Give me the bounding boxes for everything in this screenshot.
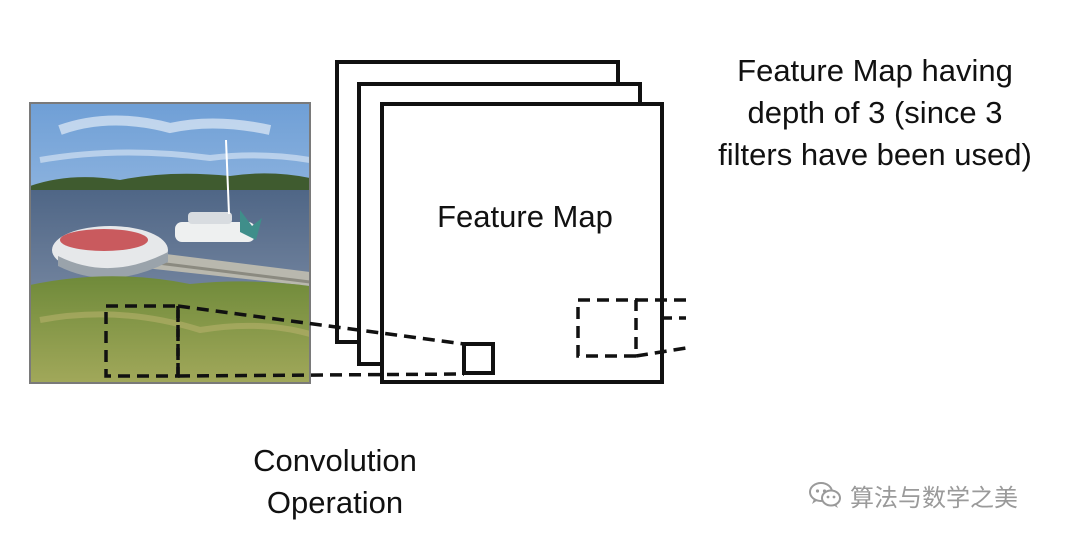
watermark: 算法与数学之美 (808, 478, 1018, 512)
depth-caption: Feature Map having depth of 3 (since 3 f… (690, 50, 1060, 176)
wechat-icon (809, 482, 841, 508)
watermark-text: 算法与数学之美 (850, 483, 1018, 512)
feature-map-label: Feature Map (437, 199, 613, 234)
convolution-caption-line: Operation (266, 485, 404, 520)
output-pixel (462, 342, 495, 375)
sliding-window (576, 298, 687, 358)
convolution-caption: Convolution Operation (195, 440, 475, 524)
projection-lines (177, 304, 465, 378)
receptive-field-box (104, 304, 180, 378)
depth-caption-line: depth of 3 (since 3 (747, 95, 1003, 130)
depth-caption-line: filters have been used) (718, 137, 1032, 172)
feature-map-front (380, 102, 664, 384)
input-image-boats (30, 103, 310, 383)
convolution-caption-line: Convolution (253, 443, 417, 478)
depth-caption-line: Feature Map having (737, 53, 1013, 88)
input-image-frame (29, 102, 311, 384)
